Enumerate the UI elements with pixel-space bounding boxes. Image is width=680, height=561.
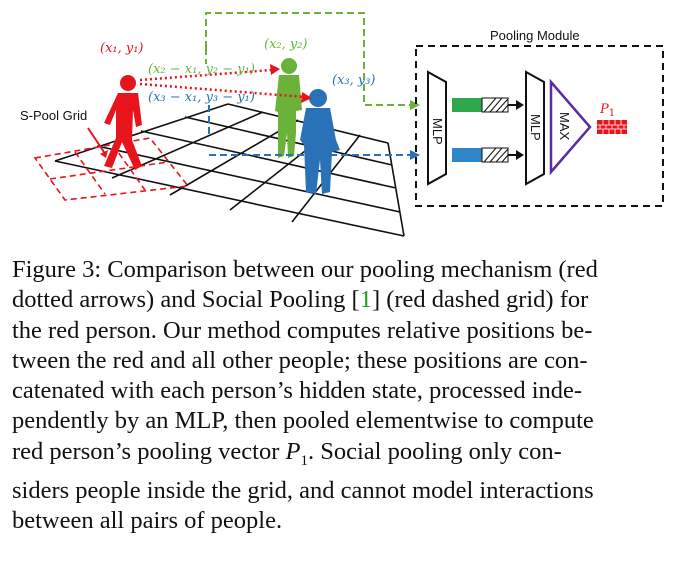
figure-caption: Figure 3: Comparison between our pooling…: [12, 255, 674, 537]
arrow-to-green-head: [270, 64, 280, 75]
coord-red-label: (x₁, y₁): [100, 41, 144, 56]
caption-line-4: tween the red and all other people; thes…: [12, 346, 588, 374]
blue-data-path: [208, 105, 412, 156]
max-label: MAX: [557, 112, 572, 141]
caption-line-7-a: red person’s pooling vector: [12, 437, 286, 465]
caption-line-5: catenated with each person’s hidden stat…: [12, 377, 583, 405]
s-pool-red-grid: [33, 137, 190, 201]
mlp-block-2: [525, 70, 545, 186]
mlp-1-label: MLP: [430, 118, 445, 145]
p1-label: P1: [599, 102, 615, 119]
blue-bar-arrowhead: [516, 150, 524, 160]
coord-green-label: (x₂, y₂): [264, 37, 308, 52]
coord-blue-label: (x₃, y₃): [332, 73, 376, 88]
citation-link[interactable]: 1: [359, 286, 372, 314]
s-pool-grid-label: S-Pool Grid: [20, 108, 87, 123]
red-person-figure: [104, 75, 142, 170]
blue-hidden-bar: [452, 147, 509, 163]
relative-position-arrows: [139, 68, 306, 99]
caption-line-2-text: dotted arrows) and Social Pooling [: [12, 286, 360, 314]
green-path-arrowhead: [410, 100, 420, 110]
caption-line-7-b: . Social pooling only con-: [308, 437, 562, 465]
s-pool-pointer-arrowhead: [100, 150, 108, 158]
max-pool-block: [549, 78, 592, 176]
green-bar-arrowhead: [516, 100, 524, 110]
caption-line-3: the red person. Our method computes rela…: [12, 316, 593, 344]
pooling-grid: [54, 103, 405, 237]
rel-green-label: (x₂ − x₁, y₂ − y₁): [148, 62, 255, 77]
blue-person-figure: [300, 89, 340, 194]
mlp-block-1: [427, 70, 447, 186]
caption-math-p: P: [285, 437, 301, 465]
caption-line-2: dotted arrows) and Social Pooling [1] (r…: [12, 285, 674, 315]
caption-line-1: Figure 3: Comparison between our pooling…: [12, 256, 598, 283]
s-pool-pointer-arrow: [87, 127, 105, 153]
caption-line-7: red person’s pooling vector P1. Social p…: [12, 437, 674, 476]
pooling-module-box: [415, 45, 664, 207]
caption-line-8: siders people inside the grid, and canno…: [12, 476, 594, 504]
caption-math-sub: 1: [300, 452, 309, 469]
caption-line-6: pendently by an MLP, then pooled element…: [12, 407, 594, 435]
caption-line-9: between all pairs of people.: [12, 507, 283, 535]
rel-blue-label: (x₃ − x₁, y₃ − y₁): [148, 90, 255, 105]
arrow-to-blue-head: [301, 92, 312, 103]
green-data-path: [205, 12, 412, 106]
mlp-2-label: MLP: [528, 114, 543, 141]
blue-path-arrowhead: [410, 150, 420, 160]
pooling-vector-p1: [597, 120, 627, 134]
pooling-module-title: Pooling Module: [490, 28, 580, 43]
green-hidden-bar: [452, 97, 509, 113]
caption-line-2-rest: ] (red dashed grid) for: [371, 286, 589, 314]
figure-diagram: (x₁, y₁) (x₂, y₂) (x₃, y₃) (x₂ − x₁, y₂ …: [0, 0, 680, 250]
